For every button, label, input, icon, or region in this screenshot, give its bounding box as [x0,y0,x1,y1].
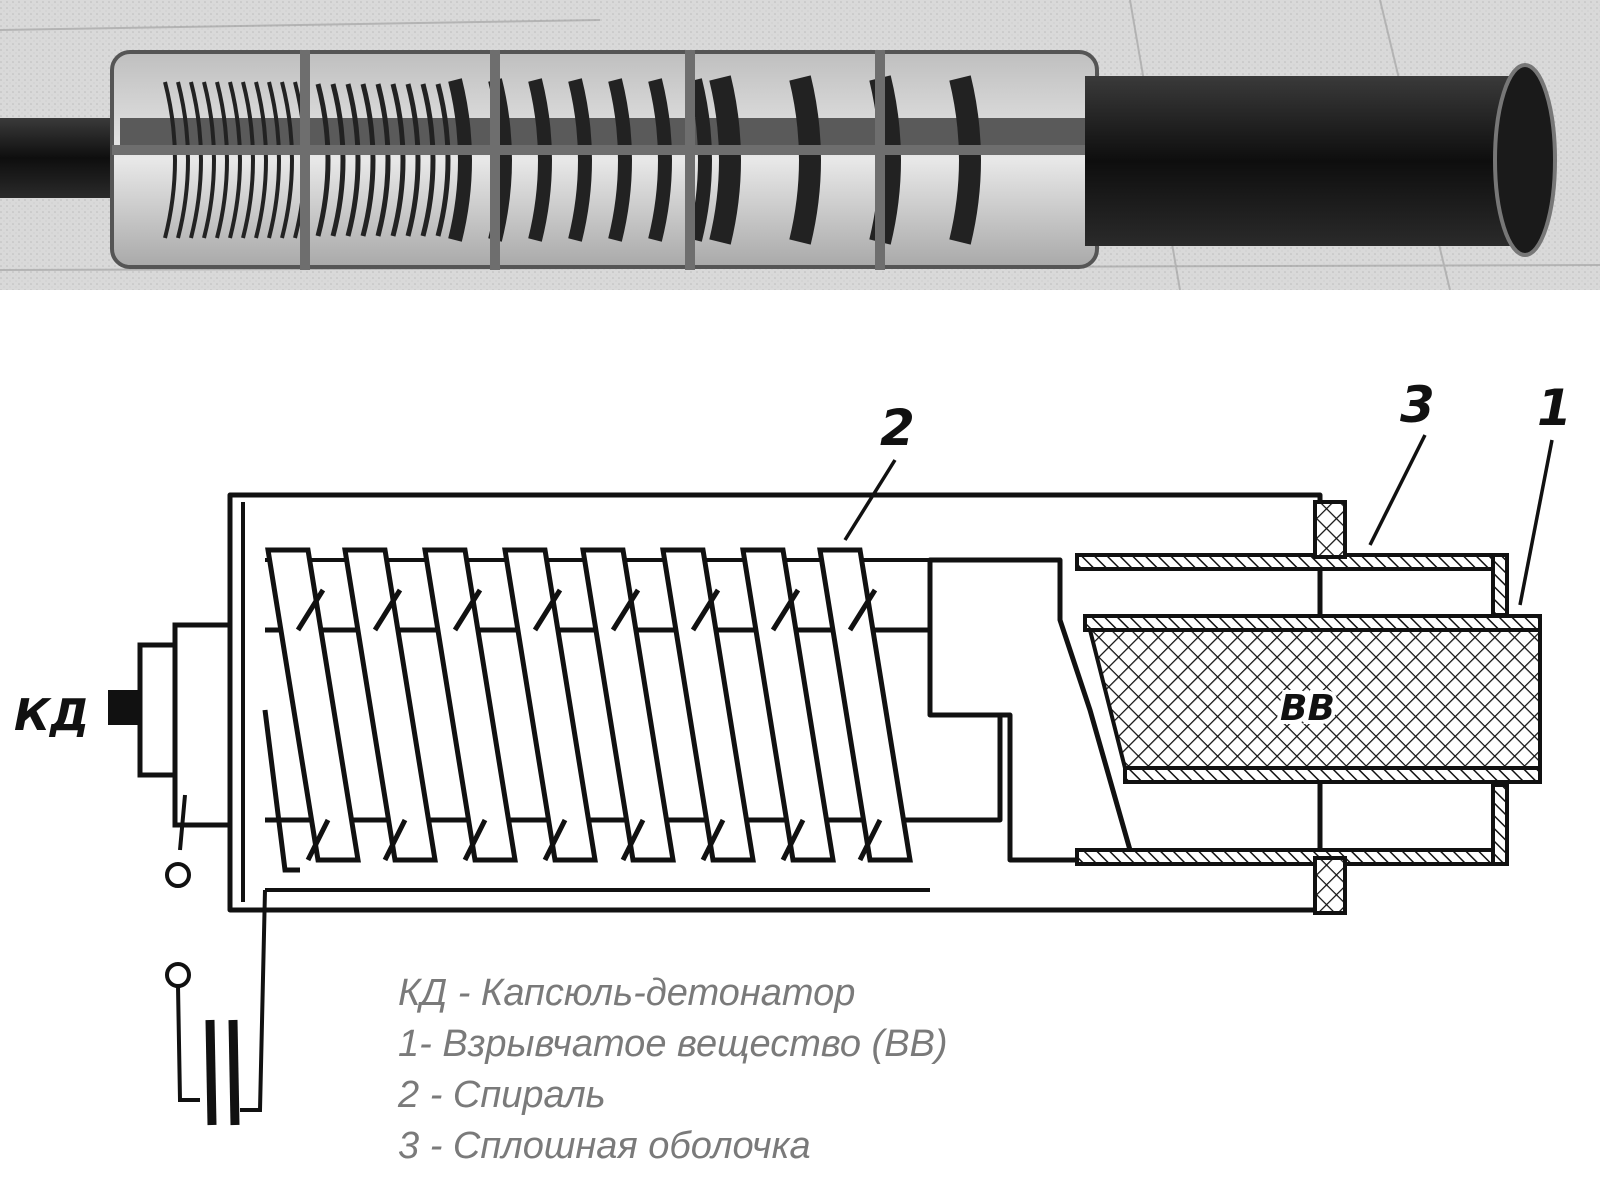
photo-coil [405,83,421,237]
lead-wire-2 [240,889,267,1112]
spiral-back-strand [690,588,726,862]
lead-wire-3 [176,985,200,1102]
leader-3 [1368,434,1427,546]
photo-coil [330,83,346,237]
leader-2 [843,459,897,541]
generator-schematic: ВВ КД 2 3 1 [14,376,1572,1126]
spiral-back-strand [295,588,331,862]
photo-coil [568,78,592,242]
photo-coil [254,81,268,239]
tube-end [1493,63,1557,257]
photo-coil [176,81,190,239]
spiral-turn [422,547,518,863]
detonator-pin [108,690,140,725]
shell-number: 3 [1400,376,1435,434]
photo-coil [949,75,981,245]
legend-item-spiral: 2 - Спираль [398,1074,606,1116]
spiral-back-strand [610,588,646,862]
end-seal-top [1313,500,1347,559]
lead-wire-1 [178,794,187,851]
terminal-2 [165,962,191,988]
spiral-turn [740,547,836,863]
spiral-back-strand [452,588,488,862]
shell-right-upper [1491,553,1509,617]
cage-bars [112,50,1097,270]
shell-top-wall [1075,553,1509,571]
legend-item-shell: 3 - Сплошная оболочка [398,1125,811,1167]
photo-coil [435,83,451,237]
photo-coil [267,81,281,239]
right-tube [1085,76,1525,246]
spiral-turn [265,547,361,863]
spiral-winding [262,547,913,873]
legend-item-explosive: 1- Взрывчатое вещество (ВВ) [398,1023,948,1065]
spiral-turn [580,547,676,863]
device-photo [0,0,1600,290]
photo-coil [375,83,391,237]
explosive-charge [1087,628,1542,770]
cage-core [120,118,1095,148]
photo-coil [345,83,361,237]
spiral-turn [817,547,913,863]
detonator-holder [172,622,233,828]
photo-coil [360,83,376,237]
explosive-tube-bottom [1123,766,1542,784]
shell-bottom-wall [1075,848,1509,866]
photo-coil [448,78,472,242]
end-seal-bottom [1313,856,1347,915]
explosive-tube-top [1083,614,1542,632]
explosive-number: 1 [1537,379,1572,437]
legend: КД - Капсюль-детонатор 1- Взрывчатое вещ… [398,968,948,1172]
detonator-label: КД [14,690,89,741]
spiral-turn [660,547,756,863]
photo-coil [189,81,203,239]
photo-coil [163,81,177,239]
spiral-lead [262,709,300,873]
photo-coil [202,81,216,239]
spiral-back-strand [532,588,568,862]
shell-right-lower [1491,783,1509,866]
spiral-turn [502,547,598,863]
legend-item-detonator: КД - Капсюль-детонатор [398,972,856,1014]
spiral-back-strand [770,588,806,862]
photo-coil [241,81,255,239]
photo-coil [228,81,242,239]
photo-coil [215,81,229,239]
photo-coil [528,78,552,242]
photo-coil [608,78,632,242]
spiral-number: 2 [880,399,915,457]
spiral-back-strand [372,588,408,862]
spiral-back-strand [847,588,883,862]
spiral-turn [342,547,438,863]
explosive-label: ВВ [1280,688,1335,729]
photo-coil [789,75,821,245]
terminal-1 [165,862,191,888]
photo-spiral-coils [163,75,981,245]
cage-cylinder [110,50,1099,269]
leader-1 [1518,439,1554,606]
photo-coil [390,83,406,237]
detonator-cap [137,642,178,778]
photo-coil [280,81,294,239]
photo-coil [709,75,741,245]
photo-coil [688,78,712,242]
photo-coil [315,83,331,237]
photo-coil [648,78,672,242]
photo-coil [420,83,436,237]
capacitor-icon [205,1019,240,1126]
